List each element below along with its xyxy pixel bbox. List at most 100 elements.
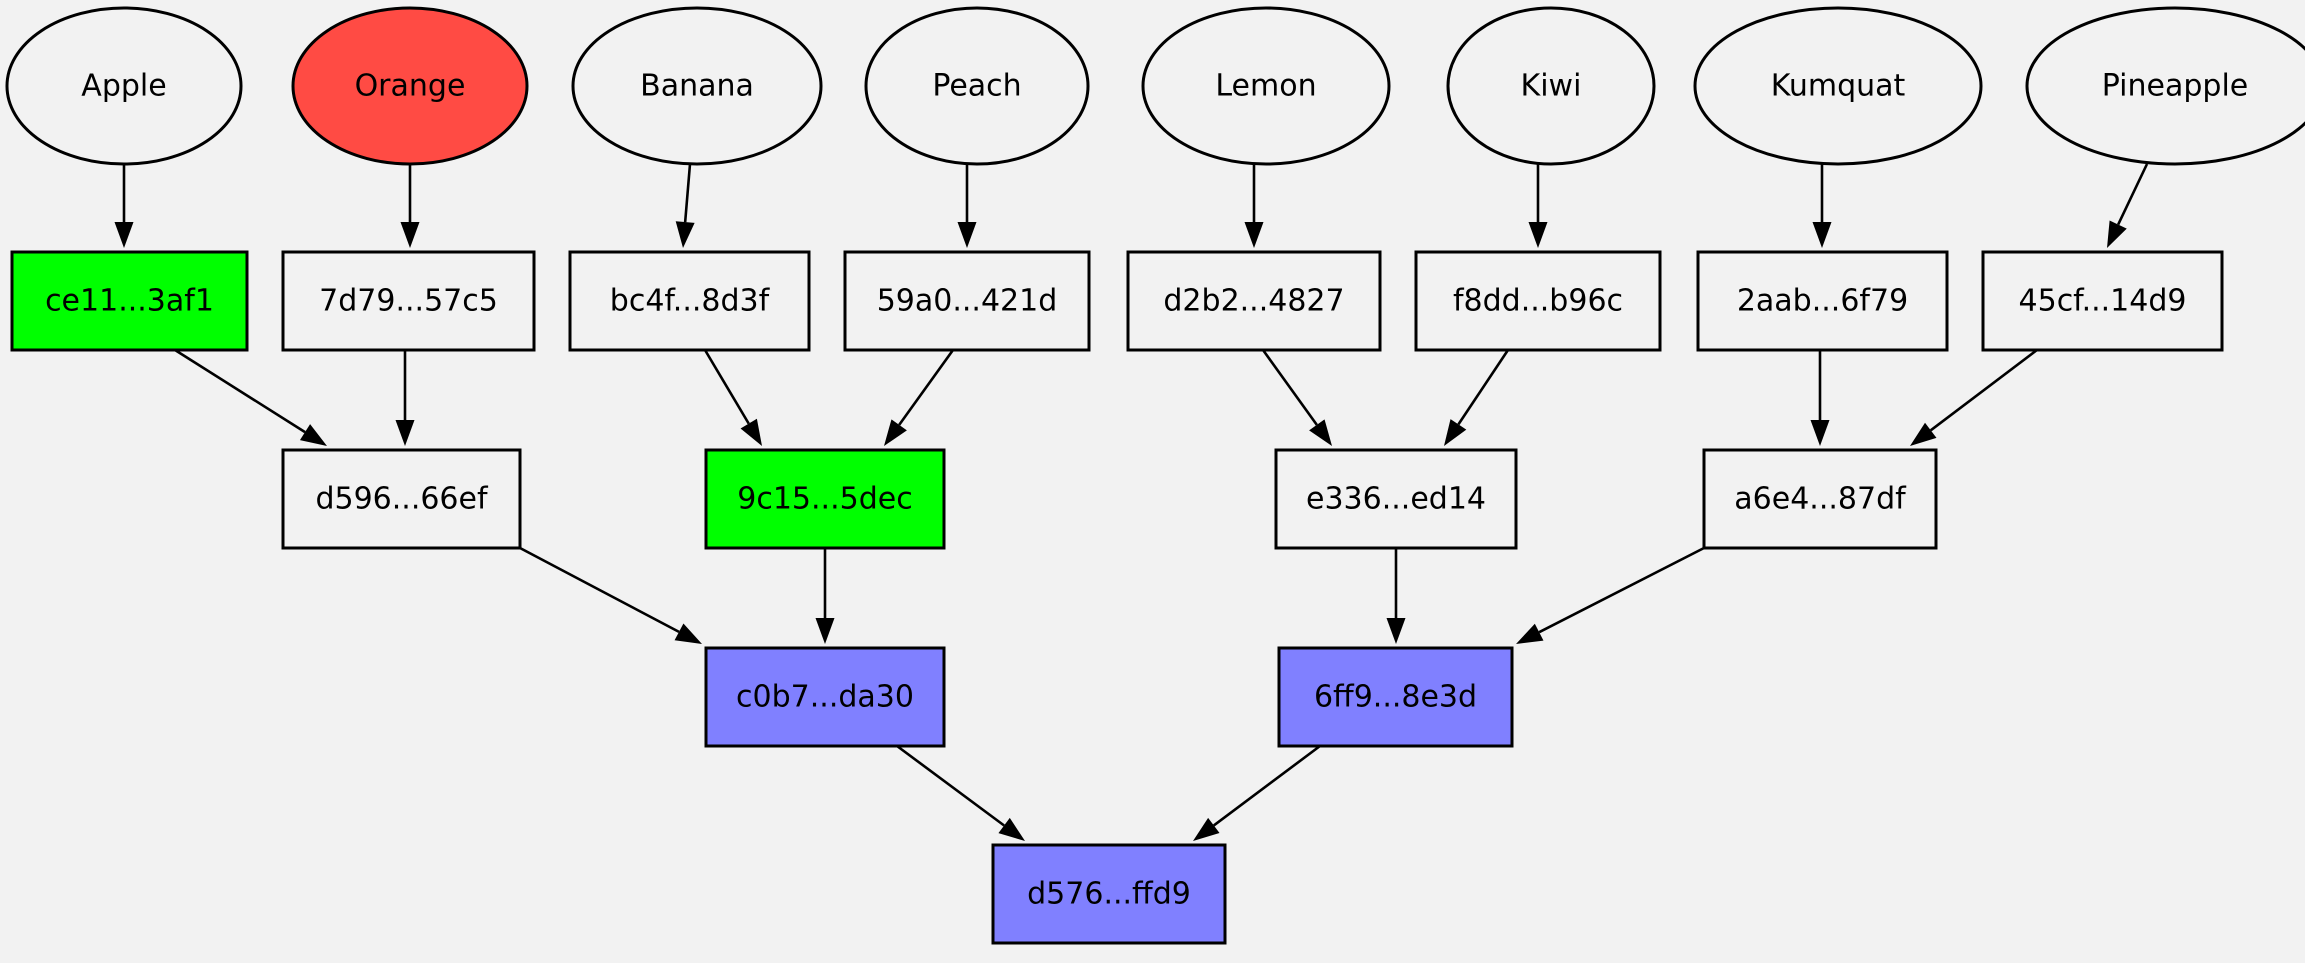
graph-node-apple[interactable]: Apple	[5, 6, 243, 166]
graph-node-7d79[interactable]: 7d79...57c5	[281, 250, 536, 352]
edge	[1193, 744, 1321, 841]
graph-node-9c15[interactable]: 9c15...5dec	[704, 448, 946, 550]
edge	[884, 349, 955, 446]
arrowhead-icon	[1444, 419, 1467, 446]
edge	[675, 163, 695, 248]
edges-layer	[114, 163, 2149, 841]
edge	[1444, 349, 1510, 446]
arrowhead-icon	[400, 222, 420, 248]
node-ellipse[interactable]	[571, 6, 823, 166]
arrowhead-icon	[675, 221, 695, 248]
graph-node-kumquat[interactable]: Kumquat	[1693, 6, 1983, 166]
edge	[1386, 548, 1406, 644]
graph-node-orange[interactable]: Orange	[291, 6, 529, 166]
graph-node-59a0[interactable]: 59a0...421d	[843, 250, 1091, 352]
edge	[114, 164, 134, 248]
arrowhead-icon	[299, 424, 327, 446]
edge	[1528, 164, 1548, 248]
edge	[957, 164, 977, 248]
edge-line	[1538, 546, 1705, 634]
graph-node-ce11[interactable]: ce11...3af1	[10, 250, 249, 352]
graph-node-d576[interactable]: d576...ffd9	[991, 843, 1227, 945]
node-rect[interactable]	[1414, 250, 1662, 352]
edge	[1244, 164, 1264, 248]
edge	[1516, 546, 1705, 644]
node-rect[interactable]	[1981, 250, 2224, 352]
arrowhead-icon	[998, 817, 1025, 841]
graph-node-45cf[interactable]: 45cf...14d9	[1981, 250, 2224, 352]
arrowhead-icon	[1516, 623, 1544, 644]
graph-node-a6e4[interactable]: a6e4...87df	[1702, 448, 1938, 550]
graph-node-banana[interactable]: Banana	[571, 6, 823, 166]
edge	[400, 164, 420, 248]
graph-node-bc4f[interactable]: bc4f...8d3f	[568, 250, 811, 352]
edge	[395, 350, 415, 446]
edge-line	[174, 348, 306, 434]
graph-node-f8dd[interactable]: f8dd...b96c	[1414, 250, 1662, 352]
graph-node-peach[interactable]: Peach	[864, 6, 1090, 166]
node-ellipse[interactable]	[1141, 6, 1391, 166]
node-ellipse[interactable]	[864, 6, 1090, 166]
arrowhead-icon	[1810, 420, 1830, 446]
edge-line	[703, 349, 750, 425]
edge	[896, 744, 1025, 841]
node-rect[interactable]	[704, 646, 946, 748]
arrowhead-icon	[1309, 419, 1332, 446]
arrowhead-icon	[1244, 222, 1264, 248]
edge	[703, 349, 762, 446]
arrowhead-icon	[1528, 222, 1548, 248]
node-rect[interactable]	[991, 843, 1227, 945]
graph-node-2aab[interactable]: 2aab...6f79	[1696, 250, 1949, 352]
node-rect[interactable]	[843, 250, 1091, 352]
edge-line	[896, 744, 1005, 827]
edge	[1810, 350, 1830, 446]
graph-node-d2b2[interactable]: d2b2...4827	[1126, 250, 1382, 352]
edge-line	[1213, 744, 1321, 827]
node-rect[interactable]	[1277, 646, 1514, 748]
node-rect[interactable]	[281, 448, 522, 550]
node-ellipse[interactable]	[291, 6, 529, 166]
arrowhead-icon	[674, 623, 702, 644]
node-rect[interactable]	[1696, 250, 1949, 352]
node-rect[interactable]	[568, 250, 811, 352]
node-ellipse[interactable]	[5, 6, 243, 166]
edge	[519, 546, 702, 644]
edge-line	[2117, 163, 2149, 226]
arrowhead-icon	[884, 419, 907, 446]
graph-node-lemon[interactable]: Lemon	[1141, 6, 1391, 166]
node-rect[interactable]	[1274, 448, 1518, 550]
node-ellipse[interactable]	[1693, 6, 1983, 166]
node-ellipse[interactable]	[1446, 6, 1656, 166]
arrowhead-icon	[957, 222, 977, 248]
edge-line	[1261, 349, 1318, 426]
edge-line	[519, 546, 680, 634]
node-rect[interactable]	[1702, 448, 1938, 550]
edge	[1910, 348, 2038, 446]
arrowhead-icon	[2107, 220, 2127, 248]
arrowhead-icon	[1910, 422, 1937, 446]
arrowhead-icon	[1812, 222, 1832, 248]
node-rect[interactable]	[704, 448, 946, 550]
node-rect[interactable]	[1126, 250, 1382, 352]
edge-line	[683, 163, 692, 223]
node-ellipse[interactable]	[2025, 6, 2305, 166]
graph-node-6ff9[interactable]: 6ff9...8e3d	[1277, 646, 1514, 748]
node-rect[interactable]	[10, 250, 249, 352]
graph-node-kiwi[interactable]: Kiwi	[1446, 6, 1656, 166]
arrowhead-icon	[1386, 618, 1406, 644]
graph-node-c0b7[interactable]: c0b7...da30	[704, 646, 946, 748]
edge-line	[1929, 348, 2038, 432]
edge-line	[898, 349, 955, 426]
arrowhead-icon	[740, 418, 762, 446]
graph-node-pineapple[interactable]: Pineapple	[2025, 6, 2305, 166]
edge-line	[1457, 349, 1510, 426]
graph-node-e336[interactable]: e336...ed14	[1274, 448, 1518, 550]
arrowhead-icon	[395, 420, 415, 446]
edge	[2107, 163, 2149, 248]
arrowhead-icon	[1193, 817, 1220, 841]
edge	[1812, 164, 1832, 248]
graph-node-d596[interactable]: d596...66ef	[281, 448, 522, 550]
node-rect[interactable]	[281, 250, 536, 352]
